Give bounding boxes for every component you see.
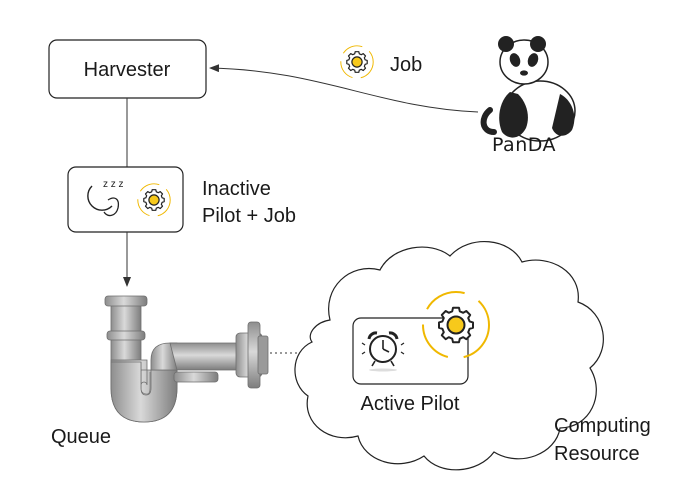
harvester-node: Harvester — [48, 39, 207, 99]
panda-logo: PanDA — [480, 36, 576, 156]
gear-icon — [422, 291, 490, 359]
job-node: Job — [340, 45, 422, 79]
active-pilot-node — [352, 317, 469, 385]
job-label: Job — [390, 54, 422, 76]
inactive-label-line2: Pilot + Job — [202, 205, 296, 227]
inactive-pilot-node: z z z — [67, 166, 184, 233]
panda-icon — [480, 36, 576, 142]
alarm-clock-icon — [361, 331, 405, 372]
sleep-zzz-text: z z z — [103, 179, 124, 190]
pipe-icon — [104, 295, 269, 423]
queue-label: Queue — [51, 426, 111, 448]
gear-icon — [137, 183, 171, 217]
computing-resource-label-line1: Computing — [554, 415, 651, 437]
panda-logo-text: PanDA — [492, 134, 556, 156]
panda-to-harvester-arrow — [209, 64, 479, 113]
computing-resource-label-line2: Resource — [554, 443, 640, 465]
sleep-icon: z z z — [87, 179, 124, 217]
inactive-label-line1: Inactive — [202, 178, 271, 200]
gear-icon — [340, 45, 374, 79]
active-pilot-label: Active Pilot — [361, 393, 460, 415]
harvester-label: Harvester — [84, 59, 171, 81]
